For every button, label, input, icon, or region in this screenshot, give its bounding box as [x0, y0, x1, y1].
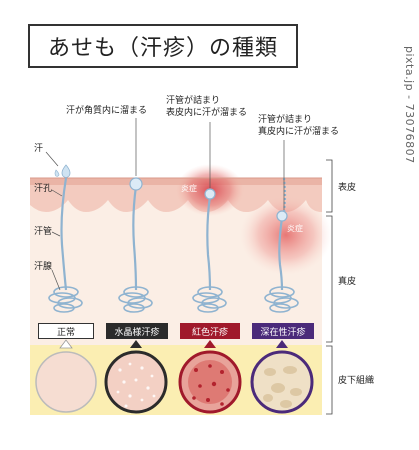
magnifier-crystal	[104, 340, 168, 414]
layer-label-subcutis: 皮下組織	[338, 376, 375, 386]
inflammation-label-deep: 炎症	[287, 224, 303, 233]
magnifier-deep	[250, 340, 314, 414]
stratum-corneum	[30, 178, 322, 185]
type-tag-crystal: 水晶様汗疹	[106, 323, 168, 339]
annotation-deep: 汗管が詰まり 真皮内に汗が溜まる	[258, 114, 339, 138]
annotation-red: 汗管が詰まり 表皮内に汗が溜まる	[166, 95, 247, 119]
label-pore: 汗孔	[34, 184, 53, 194]
sweat-gland-crystal	[118, 286, 153, 313]
label-duct: 汗管	[34, 227, 53, 237]
magnifier-normal	[35, 339, 97, 413]
epidermis-layer	[30, 182, 322, 212]
annotation-deep-line2: 真皮内に汗が溜まる	[258, 127, 340, 137]
layer-label-epidermis: 表皮	[338, 183, 357, 193]
red-sweat-bubble	[204, 188, 216, 200]
label-sweat: 汗	[34, 144, 44, 154]
label-gland: 汗腺	[34, 262, 53, 272]
type-tag-red: 紅色汗疹	[180, 323, 240, 339]
inflammation-deep-area	[240, 195, 332, 275]
watermark: pixta.jp - 73076807	[403, 46, 416, 164]
annotation-deep-line1: 汗管が詰まり	[258, 115, 313, 125]
deep-sweat-bubble	[276, 210, 288, 222]
sweat-gland-red	[192, 286, 227, 313]
crystal-sweat-bubble	[129, 177, 143, 191]
type-tag-normal: 正常	[38, 323, 94, 339]
annotation-crystal-line1: 汗が角質内に溜まる	[66, 106, 148, 116]
sweat-gland-deep	[264, 286, 299, 313]
sweat-drop	[61, 164, 71, 178]
page-title: あせも（汗疹）の種類	[28, 24, 298, 68]
annotation-crystal: 汗が角質内に溜まる	[66, 105, 147, 117]
sweat-duct-red	[206, 195, 212, 291]
annotation-red-line1: 汗管が詰まり	[166, 96, 221, 106]
sweat-duct-crystal	[132, 185, 138, 291]
annotation-red-line2: 表皮内に汗が溜まる	[166, 108, 248, 118]
magnifier-red	[178, 340, 242, 414]
sweat-gland-normal	[48, 286, 83, 313]
inflammation-label-red: 炎症	[181, 184, 197, 193]
type-tag-deep: 深在性汗疹	[252, 323, 314, 339]
layer-brackets	[326, 159, 333, 415]
sweat-duct-deep	[278, 177, 287, 291]
sweat-duct-normal	[60, 177, 68, 291]
layer-label-dermis: 真皮	[338, 277, 357, 287]
